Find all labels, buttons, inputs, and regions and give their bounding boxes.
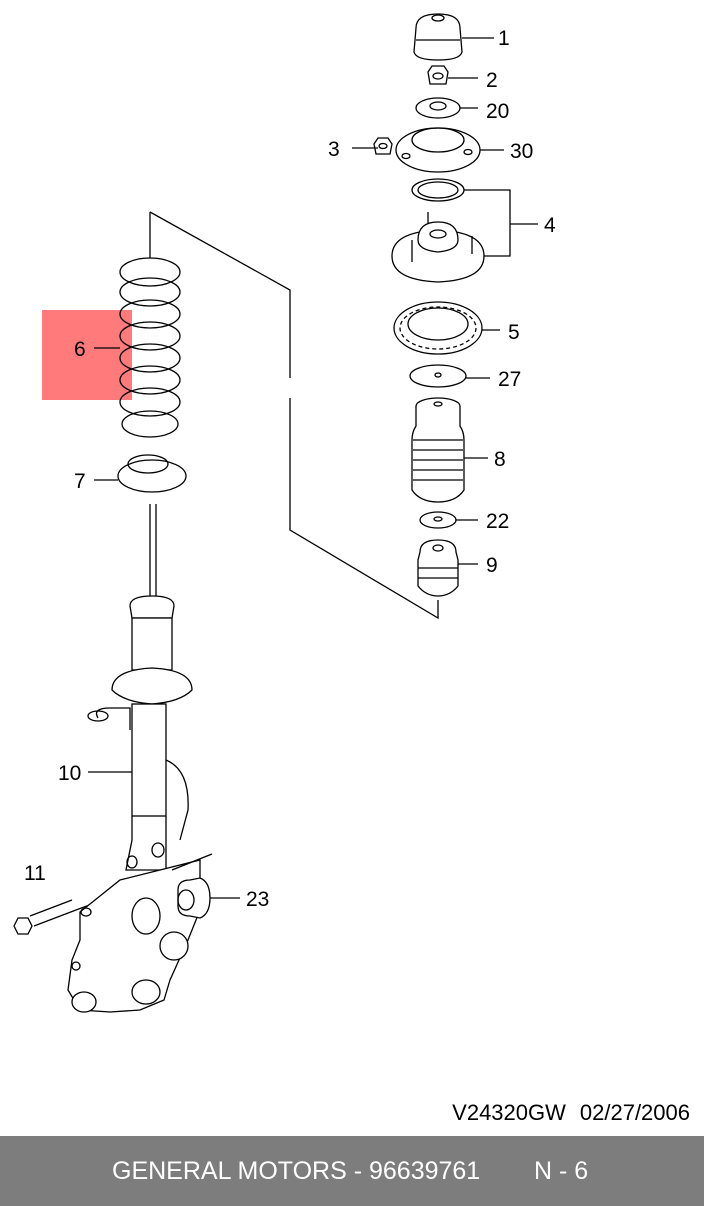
- footer-page: N - 6: [534, 1157, 589, 1185]
- leader-lines: [88, 37, 538, 899]
- callout-5: 5: [508, 321, 520, 344]
- part-5-seat: [393, 301, 483, 355]
- callout-20: 20: [486, 100, 509, 123]
- part-27-washer: [409, 364, 467, 388]
- part-20-washer: [415, 97, 461, 119]
- callout-9: 9: [486, 554, 498, 577]
- assembly-outline: [149, 211, 291, 378]
- footer-bar: GENERAL MOTORS - 96639761 N - 6: [0, 1136, 704, 1206]
- callout-4: 4: [544, 214, 556, 237]
- callout-3: 3: [328, 138, 340, 161]
- highlight-box: [42, 310, 132, 400]
- assembly-outline-lower: [289, 398, 439, 620]
- callout-23: 23: [246, 888, 269, 911]
- part-30-plate: [395, 127, 481, 173]
- reference-code: V24320GW: [452, 1100, 566, 1125]
- callout-2: 2: [486, 69, 498, 92]
- callout-8: 8: [494, 448, 506, 471]
- callout-1: 1: [498, 27, 510, 50]
- diagram-reference: V24320GW 02/27/2006: [420, 1100, 690, 1126]
- part-3-nut: [373, 137, 393, 155]
- part-10-strut: [87, 504, 193, 871]
- callout-7: 7: [74, 470, 86, 493]
- part-1-cap: [413, 13, 463, 61]
- callout-6: 6: [74, 338, 86, 361]
- parts-diagram: 1 2 20 3 30 4 5 27 8 22 9 6 7 10 11 23: [13, 13, 556, 1013]
- part-7-seat: [117, 454, 187, 493]
- part-2-nut: [427, 65, 449, 85]
- knuckle: [67, 859, 201, 1013]
- footer-part-number: GENERAL MOTORS - 96639761: [112, 1157, 481, 1185]
- reference-date: 02/27/2006: [579, 1100, 690, 1125]
- part-6-spring: [119, 212, 181, 438]
- part-9-bumpstop: [417, 539, 459, 597]
- part-8-bellows: [411, 397, 465, 503]
- callout-27: 27: [498, 368, 521, 391]
- callout-11: 11: [24, 862, 46, 885]
- part-22-washer: [419, 511, 457, 529]
- callout-22: 22: [486, 510, 509, 533]
- callout-10: 10: [58, 762, 81, 785]
- callout-30: 30: [510, 140, 533, 163]
- part-4-mount: [391, 178, 485, 283]
